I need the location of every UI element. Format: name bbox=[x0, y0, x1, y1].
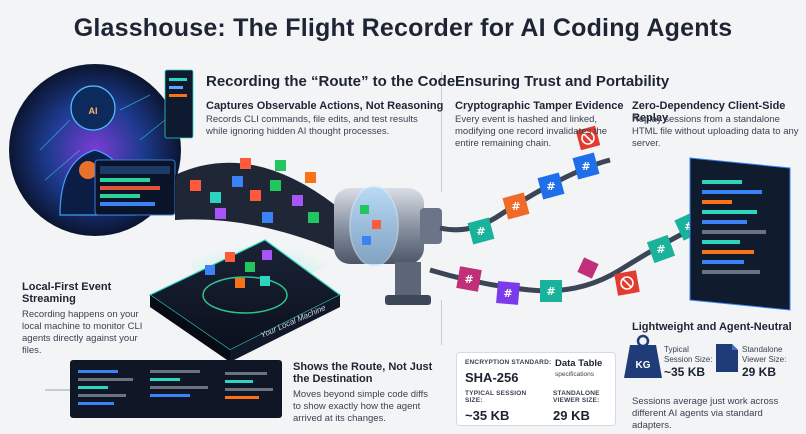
hash-blocks bbox=[456, 125, 704, 305]
flight-recorder-canister bbox=[334, 185, 442, 305]
svg-text:#: # bbox=[656, 243, 665, 256]
light-session-label: Typical Session Size: bbox=[664, 345, 713, 364]
light-session-value: ~35 KB bbox=[664, 365, 706, 379]
tamper-text: Every event is hashed and linked, modify… bbox=[455, 114, 608, 149]
route-heading: Recording the “Route” to the Code bbox=[206, 73, 456, 90]
column-divider-lower bbox=[441, 300, 442, 345]
session-value: ~35 KB bbox=[465, 408, 510, 423]
light-viewer-label: Standalone Viewer Size: bbox=[742, 345, 787, 364]
tamper-title: Cryptographic Tamper Evidence bbox=[455, 100, 624, 112]
weight-icon: KG bbox=[624, 334, 662, 378]
local-title: Local-First Event Streaming bbox=[22, 281, 112, 305]
ai-badge: AI bbox=[89, 106, 98, 116]
replay-text: Replay sessions from a standalone HTML f… bbox=[632, 114, 799, 149]
light-viewer-value: 29 KB bbox=[742, 365, 777, 379]
code-diff-strip bbox=[45, 360, 282, 418]
svg-text:#: # bbox=[546, 180, 555, 193]
viewer-label: STANDALONE VIEWER SIZE: bbox=[553, 390, 600, 404]
session-label: TYPICAL SESSION SIZE: bbox=[465, 390, 527, 404]
specs-card: ENCRYPTION STANDARD: SHA-256 Data Table … bbox=[456, 352, 616, 426]
viewer-value: 29 KB bbox=[553, 408, 590, 423]
file-icon bbox=[716, 344, 738, 372]
svg-text:#: # bbox=[503, 287, 512, 300]
lightweight-text: Sessions average just work across differ… bbox=[632, 396, 779, 431]
replay-monitor bbox=[689, 157, 791, 311]
local-machine-platform: Your Local Machine bbox=[148, 215, 342, 362]
prohibited-icon bbox=[581, 131, 634, 290]
ai-agent-illustration bbox=[9, 64, 181, 236]
hash-block-glyphs: # # # # # # # # # bbox=[464, 160, 693, 300]
local-text: Recording happens on your local machine … bbox=[22, 309, 143, 356]
shows-text: Moves beyond simple code diffs to show e… bbox=[293, 389, 429, 424]
shows-title: Shows the Route, Not Just the Destinatio… bbox=[293, 361, 433, 385]
table-title: Data Table bbox=[555, 358, 603, 369]
replay-title: Zero-Dependency Client-Side Replay bbox=[632, 100, 786, 124]
svg-text:#: # bbox=[464, 273, 473, 286]
svg-text:#: # bbox=[546, 285, 555, 298]
route-subheading: Captures Observable Actions, Not Reasoni… bbox=[206, 100, 444, 112]
svg-text:#: # bbox=[476, 225, 485, 238]
lightweight-title: Lightweight and Agent-Neutral bbox=[632, 321, 792, 333]
svg-text:KG: KG bbox=[636, 360, 651, 371]
trust-heading: Ensuring Trust and Portability bbox=[455, 73, 670, 90]
svg-text:#: # bbox=[684, 220, 693, 233]
route-text: Records CLI commands, file edits, and te… bbox=[206, 114, 418, 137]
svg-text:#: # bbox=[581, 160, 590, 173]
enc-label: ENCRYPTION STANDARD: bbox=[465, 359, 552, 366]
column-divider bbox=[441, 72, 442, 192]
code-panel-top bbox=[164, 69, 194, 139]
svg-text:#: # bbox=[511, 200, 520, 213]
enc-value: SHA-256 bbox=[465, 370, 519, 385]
table-subtitle: specifications bbox=[555, 371, 595, 378]
page-title: Glasshouse: The Flight Recorder for AI C… bbox=[73, 14, 733, 42]
